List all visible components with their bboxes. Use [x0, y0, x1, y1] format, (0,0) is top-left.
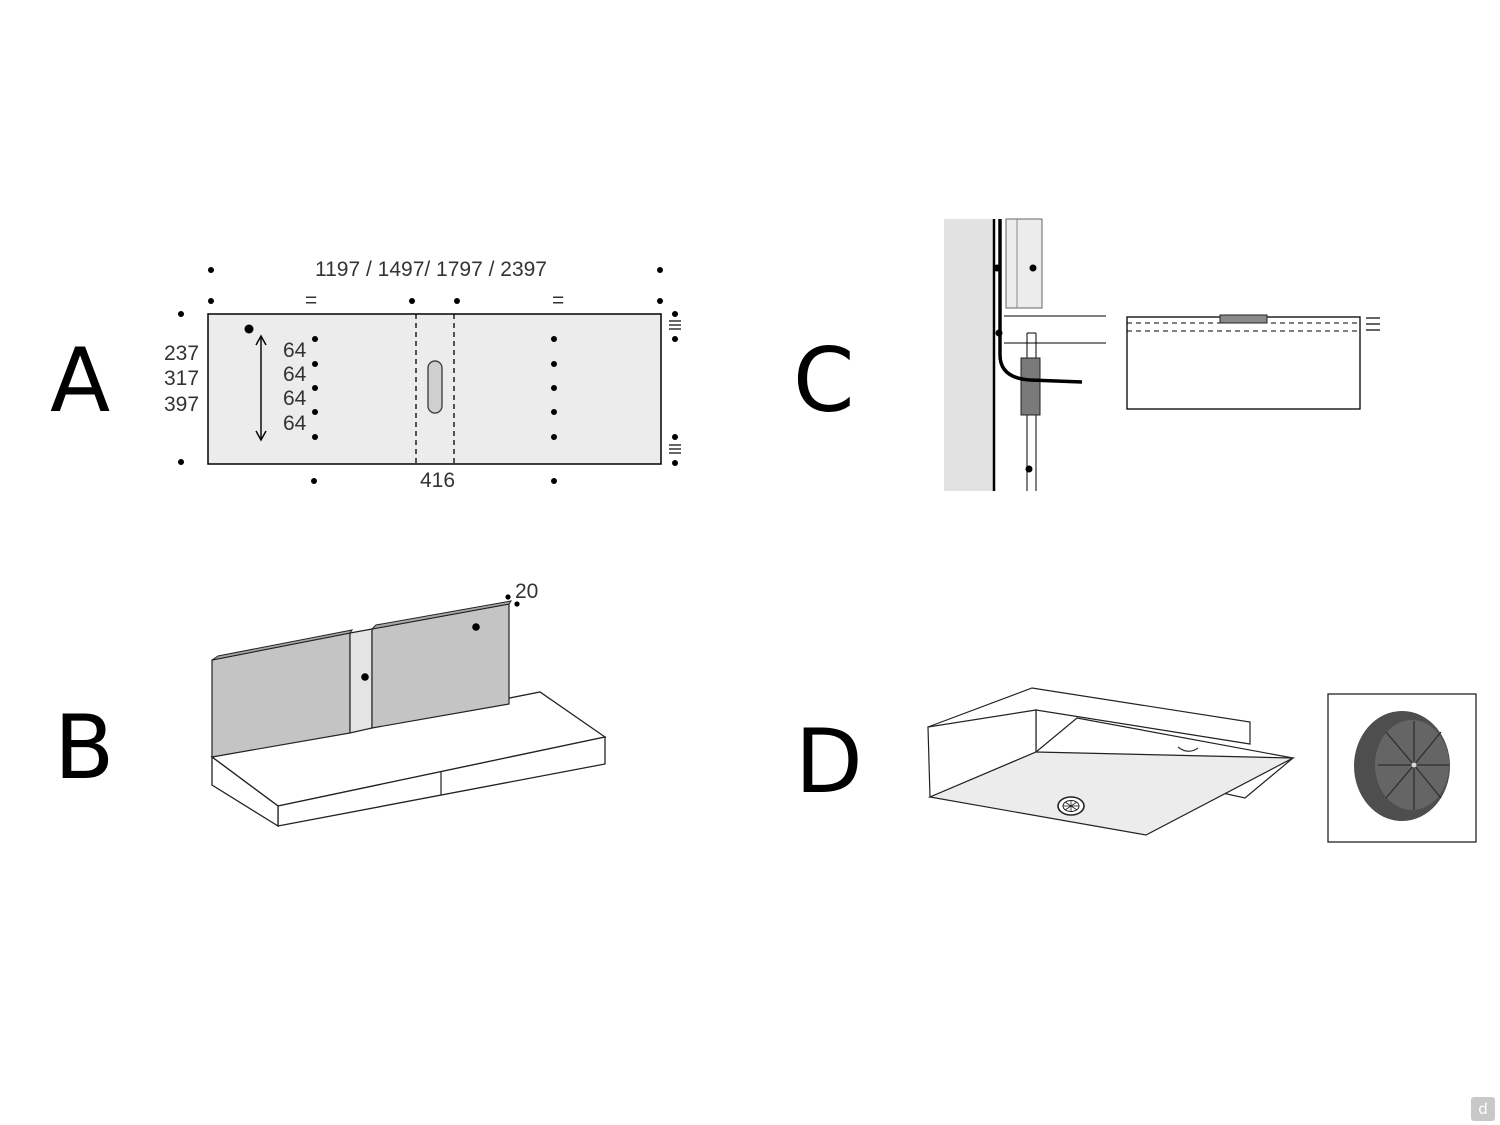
a-width-dimension: 1197 / 1497/ 1797 / 2397 — [315, 258, 547, 281]
d-drawer-floor — [927, 751, 1296, 836]
a-spacing-2: 64 — [283, 363, 307, 386]
a-spacing-4: 64 — [283, 412, 307, 435]
c-plan-box — [1126, 316, 1361, 410]
diagram-a-elevation — [178, 267, 681, 484]
d-drawer-grommet — [1057, 796, 1085, 816]
d-grommet-detail — [1354, 711, 1450, 821]
c-cable — [998, 219, 1083, 384]
b-thickness-dimension: 20 — [515, 580, 539, 603]
a-cable-slot — [427, 360, 443, 414]
a-spacing-1: 64 — [283, 339, 307, 362]
b-base-left — [211, 755, 279, 828]
label-c: C — [793, 329, 855, 432]
a-height-1: 237 — [164, 342, 200, 365]
a-equal-left: = — [305, 289, 318, 312]
label-b: B — [54, 696, 115, 799]
a-height-3: 397 — [164, 393, 200, 416]
c-clip — [1020, 357, 1041, 416]
diagram-c-section — [944, 218, 1380, 491]
a-height-2: 317 — [164, 367, 200, 390]
watermark-logo: d — [1471, 1097, 1495, 1121]
a-equal-right: = — [552, 289, 565, 312]
label-a: A — [50, 329, 111, 432]
a-spacing-3: 64 — [283, 387, 307, 410]
label-d: D — [795, 710, 863, 813]
diagram-b-isometric — [210, 594, 607, 828]
a-bottom-dimension: 416 — [420, 469, 456, 492]
diagram-d-drawer — [927, 687, 1477, 843]
